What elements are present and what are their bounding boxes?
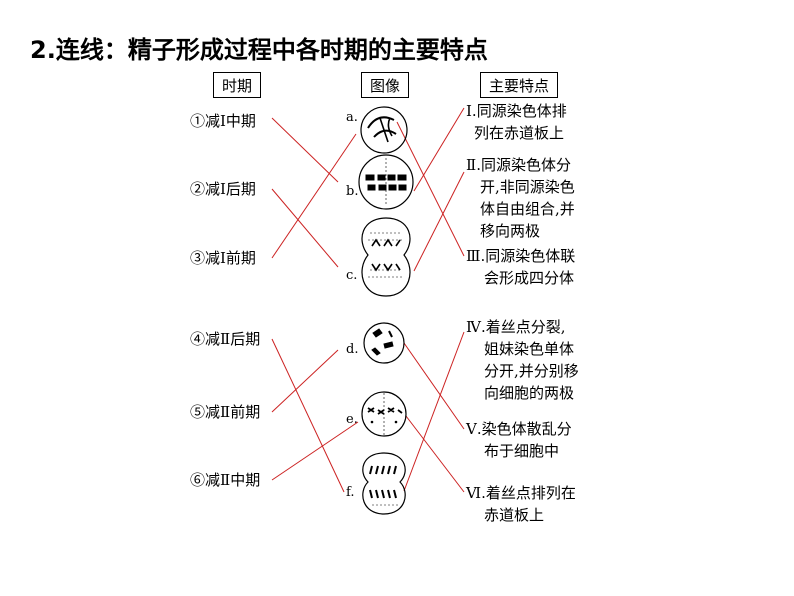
feature-3-line-1: Ⅲ.同源染色体联: [466, 247, 576, 265]
period-label-1: ①减Ⅰ中期: [190, 112, 256, 130]
connector-period1-b: [271, 117, 339, 183]
feature-4-line-3: 分开,并分别移: [484, 362, 579, 380]
connector-period5-d: [271, 349, 339, 413]
cell-b: [358, 154, 414, 210]
connector-e-feature6: [405, 415, 465, 493]
feature-6-line-2: 赤道板上: [484, 506, 545, 524]
period-label-4: ④减Ⅱ后期: [190, 330, 261, 348]
connector-period3-a: [271, 133, 357, 259]
feature-3-line-2: 会形成四分体: [484, 269, 575, 287]
connector-period6-e: [271, 421, 359, 481]
image-label-f: f.: [346, 485, 355, 500]
image-label-d: d.: [346, 342, 359, 357]
cell-e: [361, 391, 407, 437]
feature-2-line-1: Ⅱ.同源染色体分: [466, 156, 571, 174]
period-label-3: ③减Ⅰ前期: [190, 249, 256, 267]
feature-1-line-1: Ⅰ.同源染色体排: [466, 102, 567, 120]
feature-1-line-2: 列在赤道板上: [474, 124, 565, 142]
connector-c-feature2: [413, 171, 465, 272]
connector-lines: [271, 107, 465, 493]
feature-4-line-4: 向细胞的两极: [484, 384, 575, 402]
feature-4: Ⅳ.着丝点分裂, 姐妹染色单体 分开,并分别移 向细胞的两极: [466, 316, 579, 404]
connector-a-feature3: [396, 121, 465, 257]
image-label-a: a.: [346, 110, 358, 125]
image-label-b: b.: [346, 184, 359, 199]
page-title: 2.连线：精子形成过程中各时期的主要特点: [30, 36, 488, 64]
feature-5-line-2: 布于细胞中: [484, 442, 560, 460]
connector-d-feature5: [403, 342, 465, 430]
feature-4-line-2: 姐妹染色单体: [484, 340, 575, 358]
feature-6: Ⅵ.着丝点排列在 赤道板上: [466, 482, 576, 526]
header-feature: 主要特点: [480, 72, 558, 98]
connector-period2-c: [271, 188, 339, 268]
image-label-e: e.: [346, 412, 358, 427]
cell-d: [363, 322, 405, 364]
cell-c: [361, 217, 411, 297]
connector-period4-f: [271, 338, 345, 493]
period-label-2: ②减Ⅰ后期: [190, 180, 256, 198]
feature-2-line-4: 移向两极: [480, 222, 541, 240]
header-period: 时期: [213, 72, 261, 98]
feature-6-line-1: Ⅵ.着丝点排列在: [466, 484, 576, 502]
cell-a: [360, 106, 408, 154]
feature-5-line-1: Ⅴ.染色体散乱分: [466, 420, 572, 438]
image-label-c: c.: [346, 268, 358, 283]
feature-2: Ⅱ.同源染色体分 开,非同源染色 体自由组合,并 移向两极: [466, 154, 575, 242]
feature-5: Ⅴ.染色体散乱分 布于细胞中: [466, 418, 572, 462]
feature-4-line-1: Ⅳ.着丝点分裂,: [466, 318, 566, 336]
feature-2-line-3: 体自由组合,并: [480, 200, 575, 218]
period-label-5: ⑤减Ⅱ前期: [190, 403, 261, 421]
feature-3: Ⅲ.同源染色体联 会形成四分体: [466, 245, 575, 289]
feature-2-line-2: 开,非同源染色: [480, 178, 575, 196]
feature-1: Ⅰ.同源染色体排 列在赤道板上: [466, 100, 567, 144]
connector-b-feature1: [413, 107, 465, 192]
cell-f: [362, 452, 406, 515]
period-label-6: ⑥减Ⅱ中期: [190, 471, 261, 489]
header-image: 图像: [361, 72, 409, 98]
connector-f-feature4: [403, 331, 465, 492]
